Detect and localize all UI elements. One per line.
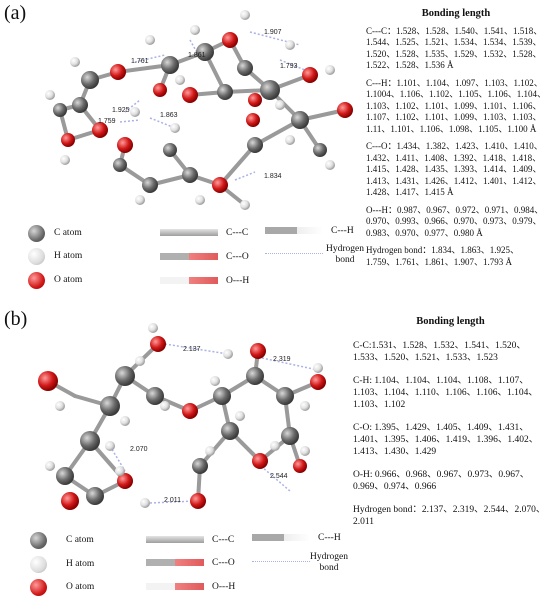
molecule-a-model: 1.907 1.761 1.861 1.793 1.925 1.759 1.86… — [45, 10, 353, 210]
cc-bond-icon — [146, 536, 204, 543]
hbond-label-b-1: 2.137 — [183, 346, 201, 353]
hbond-label-a-4: 1.793 — [280, 63, 298, 70]
molecule-b-model: 2.137 2.319 2.070 2.544 2.011 — [38, 323, 326, 510]
carbon-atom-icon — [30, 532, 47, 549]
hbond-label-a-3: 1.861 — [188, 52, 206, 59]
oh-bond-icon — [160, 277, 218, 284]
co-lengths-b: C-O: 1.395、1.429、1.405、1.409、1.431、1.401… — [353, 423, 539, 457]
hbond-label-b-2: 2.319 — [273, 356, 291, 363]
ch-bond-icon — [265, 227, 323, 234]
hbond-label-a-6: 1.759 — [98, 118, 116, 125]
atoms-b — [38, 323, 326, 510]
oxygen-atom-icon — [28, 272, 45, 289]
co-lengths-a: C---O：1.434、1.382、1.423、1.410、1.410、1.43… — [366, 141, 543, 197]
panel-a: (a) — [4, 2, 546, 289]
carbon-atom-icon — [28, 225, 45, 242]
panel-b-label: (b) — [4, 308, 28, 330]
co-bond-icon — [160, 253, 218, 260]
oh-lengths-b: O-H: 0.966、0.968、0.967、0.973、0.967、0.969… — [353, 470, 530, 492]
hbond-label-b-3: 2.070 — [130, 446, 148, 453]
panel-a-label: (a) — [4, 2, 27, 24]
cc-lengths-a: C---C：1.528、1.528、1.540、1.541、1.518、1.54… — [366, 25, 543, 71]
oxygen-atom-icon — [30, 579, 47, 596]
oh-bond-icon — [146, 583, 204, 590]
hbond-label-a-2: 1.761 — [131, 58, 149, 65]
hydrogen-atom-icon — [30, 556, 47, 573]
hbond-lengths-a: Hydrogen bond：1.834、1.863、1.925、1.759、1.… — [366, 245, 519, 267]
hbond-labels-a: 1.907 1.761 1.861 1.793 1.925 1.759 1.86… — [98, 29, 298, 180]
ch-lengths-b: C-H: 1.104、1.104、1.104、1.108、1.107、1.103… — [353, 376, 538, 410]
ch-lengths-a: C---H：1.101、1.104、1.097、1.103、1.102、1.10… — [366, 77, 547, 134]
hbond-label-a-1: 1.907 — [264, 29, 282, 36]
cc-lengths-b: C-C:1.531、1.528、1.532、1.541、1.520、1.533、… — [353, 341, 526, 363]
hbond-label-b-5: 2.011 — [164, 497, 181, 504]
panel-b: (b) — [0, 306, 550, 596]
ch-bond-icon — [252, 534, 310, 541]
hbond-label-b-4: 2.544 — [270, 473, 288, 480]
bonding-length-a: Bonding length C---C：1.528、1.528、1.540、1… — [366, 8, 546, 274]
hbond-lengths-b: Hydrogen bond：2.137、2.319、2.544、2.070、2.… — [353, 505, 546, 527]
bonding-length-b-heading: Bonding length — [416, 316, 485, 327]
hbond-line-icon — [265, 253, 323, 254]
hbond-label-a-8: 1.834 — [264, 173, 282, 180]
hbond-label-a-7: 1.863 — [160, 112, 178, 119]
co-bond-icon — [146, 559, 204, 566]
bonding-length-b: Bonding length C-C:1.531、1.528、1.532、1.5… — [353, 316, 548, 539]
bonding-length-a-heading: Bonding length — [421, 8, 491, 19]
oh-lengths-a: O---H：0.987、0.967、0.972、0.971、0.984、0.97… — [366, 204, 544, 238]
cc-bond-icon — [160, 229, 218, 236]
hbond-labels-b: 2.137 2.319 2.070 2.544 2.011 — [130, 346, 291, 504]
hbond-line-icon — [252, 561, 310, 562]
atoms-a — [45, 10, 353, 210]
hbond-label-a-5: 1.925 — [112, 107, 130, 114]
hydrogen-atom-icon — [28, 248, 45, 265]
